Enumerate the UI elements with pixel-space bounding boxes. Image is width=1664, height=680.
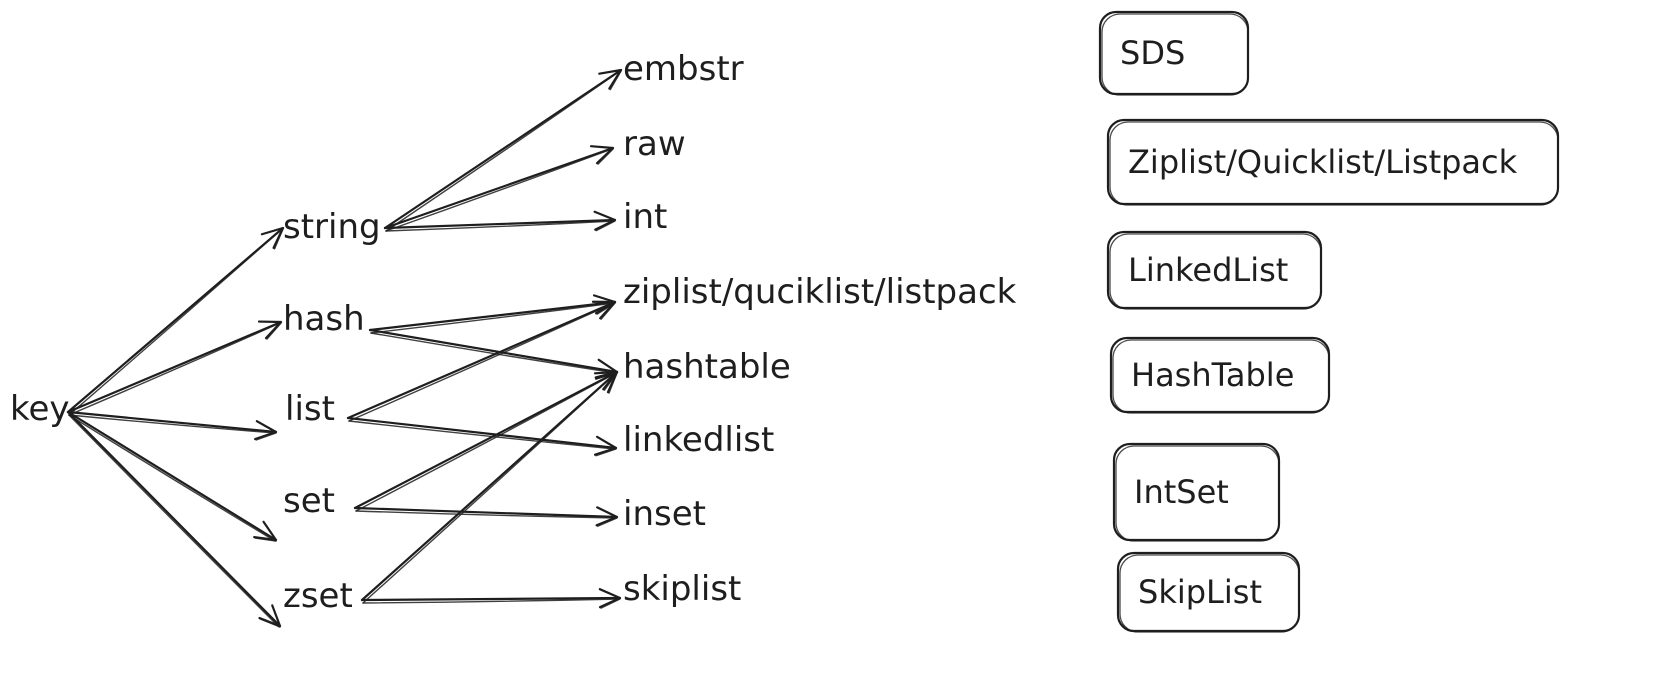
edge-list-to-ziplist xyxy=(346,300,617,422)
edge-key-to-hash xyxy=(66,320,283,416)
structure-label-hashtable-box: HashTable xyxy=(1131,356,1294,394)
edges-layer xyxy=(66,68,623,628)
edge-list-to-linkedlist xyxy=(346,416,618,457)
structure-label-sds: SDS xyxy=(1120,34,1185,72)
encoding-raw-label: raw xyxy=(623,124,686,164)
edge-set-to-hashtable xyxy=(353,370,619,512)
edge-string-to-int xyxy=(383,210,617,232)
encoding-linkedlist-label: linkedlist xyxy=(623,420,774,460)
structure-label-ziplist-box: Ziplist/Quicklist/Listpack xyxy=(1128,143,1518,181)
edge-zset-to-hashtable xyxy=(360,370,619,604)
edge-string-to-embstr xyxy=(383,68,623,232)
root-key-label: key xyxy=(10,389,70,429)
structures-layer: SDS Ziplist/Quicklist/ListpackLinkedListH… xyxy=(1098,10,1560,633)
structure-label-skiplist-box: SkipList xyxy=(1138,573,1262,611)
type-set-label: set xyxy=(283,481,335,521)
type-zset-label: zset xyxy=(283,576,353,616)
encoding-skiplist-label: skiplist xyxy=(623,569,741,609)
type-string-label: string xyxy=(283,207,381,247)
structure-box-linkedlist-box: LinkedList xyxy=(1106,230,1323,310)
encoding-ziplist-label: ziplist/quciklist/listpack xyxy=(623,272,1017,312)
structure-box-skiplist-box: SkipList xyxy=(1116,551,1301,633)
edge-key-to-set xyxy=(66,410,278,542)
structure-label-intset-box: IntSet xyxy=(1134,473,1229,511)
edge-set-to-inset xyxy=(353,506,619,527)
encoding-int-label: int xyxy=(623,197,667,237)
edge-hash-to-ziplist xyxy=(368,294,617,334)
structure-box-intset-box: IntSet xyxy=(1112,442,1281,542)
structure-box-hashtable-box: HashTable xyxy=(1109,336,1331,414)
encoding-hashtable-label: hashtable xyxy=(623,347,791,387)
structure-box-sds: SDS xyxy=(1098,10,1250,96)
encoding-embstr-label: embstr xyxy=(623,49,744,89)
edge-zset-to-skiplist xyxy=(360,588,622,609)
type-list-label: list xyxy=(285,389,335,429)
structure-box-ziplist-box: Ziplist/Quicklist/Listpack xyxy=(1106,118,1560,206)
edge-string-to-raw xyxy=(383,145,615,232)
encoding-inset-label: inset xyxy=(623,494,706,534)
nodes-layer: key string hash list set zset embstr raw int zipl… xyxy=(10,49,1017,616)
structure-label-linkedlist-box: LinkedList xyxy=(1128,251,1288,289)
edge-key-to-list xyxy=(66,410,278,441)
edge-key-to-string xyxy=(66,226,285,416)
type-hash-label: hash xyxy=(283,299,365,339)
edge-key-to-zset xyxy=(66,410,282,628)
